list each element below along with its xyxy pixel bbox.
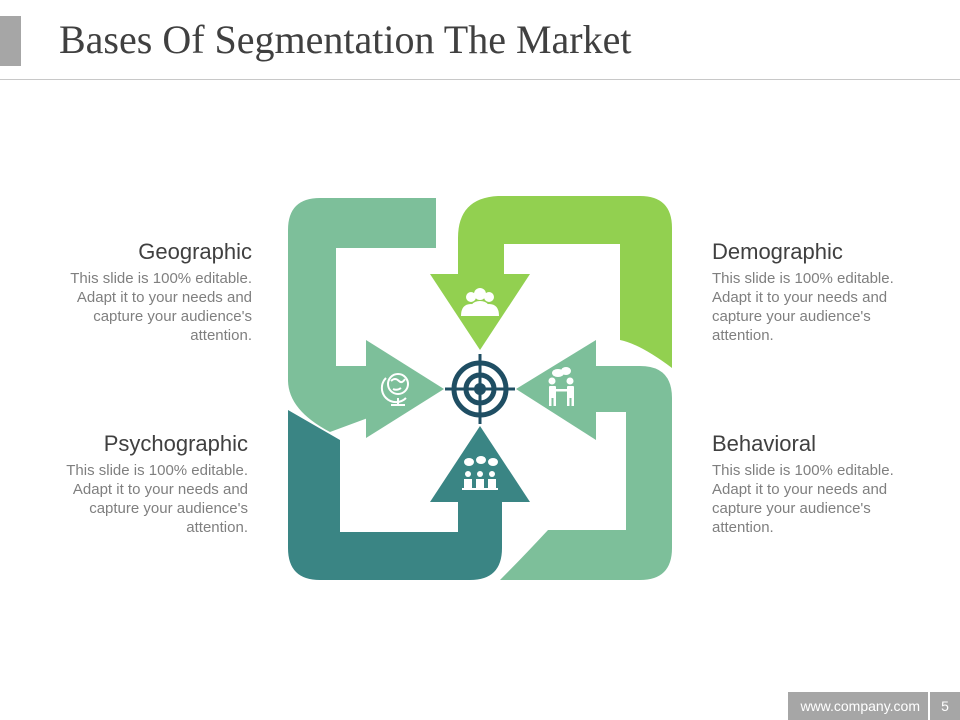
description-line: Adapt it to your needs and: [76, 289, 252, 306]
title-divider: [0, 79, 960, 80]
psychographic-arrowhead: [430, 426, 530, 502]
description-line: Adapt it to your needs and: [712, 481, 888, 498]
description-line: This slide is 100% editable.: [66, 462, 248, 479]
description-line: Adapt it to your needs and: [72, 481, 248, 498]
behavioral-description: This slide is 100% editable. Adapt it to…: [712, 461, 942, 537]
demographic-heading: Demographic: [712, 239, 843, 264]
slide-footer: www.company.com 5: [788, 692, 960, 720]
demographic-arrow-shape: [430, 196, 672, 368]
group-icon: [461, 288, 499, 316]
description-line: This slide is 100% editable.: [712, 270, 894, 287]
description-line: attention.: [712, 327, 774, 344]
description-line: capture your audience's: [93, 308, 252, 325]
behavioral-text-block: Behavioral This slide is 100% editable. …: [712, 431, 942, 537]
title-accent-bar: [0, 16, 21, 66]
geographic-description: This slide is 100% editable. Adapt it to…: [22, 269, 252, 345]
description-line: attention.: [712, 519, 774, 536]
target-icon: [445, 354, 515, 424]
description-line: This slide is 100% editable.: [712, 462, 894, 479]
geographic-heading: Geographic: [138, 239, 252, 264]
psychographic-loop: [288, 410, 502, 580]
description-line: This slide is 100% editable.: [70, 270, 252, 287]
description-line: attention.: [190, 327, 252, 344]
behavioral-arrow-shape: [500, 340, 672, 580]
behavioral-heading: Behavioral: [712, 431, 816, 456]
geographic-text-block: Geographic This slide is 100% editable. …: [22, 239, 252, 345]
description-line: attention.: [186, 519, 248, 536]
page-number: 5: [930, 692, 960, 720]
behavioral-loop: [500, 366, 672, 580]
demographic-loop: [458, 196, 672, 368]
footer-website: www.company.com: [788, 692, 928, 720]
handshake-icon: [548, 367, 574, 406]
geographic-arrow-shape: [288, 198, 444, 438]
slide-title: Bases Of Segmentation The Market: [59, 17, 632, 62]
psychographic-heading: Psychographic: [103, 431, 248, 456]
psychographic-description: This slide is 100% editable. Adapt it to…: [18, 461, 248, 537]
description-line: capture your audience's: [712, 308, 871, 325]
psychographic-arrow-shape: [288, 410, 530, 580]
description-line: capture your audience's: [712, 500, 871, 517]
geographic-arrowhead: [366, 340, 444, 438]
description-line: capture your audience's: [89, 500, 248, 517]
thinking-people-icon: [462, 456, 498, 490]
demographic-text-block: Demographic This slide is 100% editable.…: [712, 239, 942, 345]
globe-icon: [380, 373, 409, 406]
description-line: Adapt it to your needs and: [712, 289, 888, 306]
psychographic-text-block: Psychographic This slide is 100% editabl…: [18, 431, 248, 537]
geographic-loop: [288, 198, 436, 432]
demographic-description: This slide is 100% editable. Adapt it to…: [712, 269, 942, 345]
